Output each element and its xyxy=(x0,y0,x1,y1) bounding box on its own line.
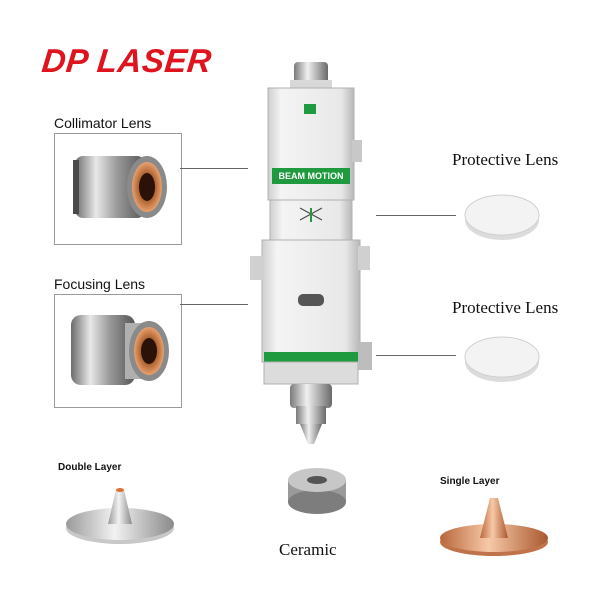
laser-head: BEAM MOTION xyxy=(246,60,376,450)
focusing-lens-frame xyxy=(54,294,182,408)
ceramic-ring-image xyxy=(282,462,352,518)
focusing-lens-label: Focusing Lens xyxy=(54,276,146,292)
protective-lens-top-image xyxy=(462,188,542,244)
protective-lens-top-label: Protective Lens xyxy=(452,150,559,169)
double-layer-label: Double Layer xyxy=(58,462,122,473)
double-layer-nozzle-image xyxy=(64,480,176,546)
laser-head-image xyxy=(250,62,372,444)
protective-bottom-leader-line xyxy=(376,355,456,356)
collimator-leader-line xyxy=(180,168,248,169)
focusing-leader-line xyxy=(180,304,248,305)
collimator-lens-label: Collimator Lens xyxy=(54,115,152,131)
brand-logo: DP LASER xyxy=(40,42,214,79)
protective-top-leader-line xyxy=(376,215,456,216)
collimator-lens-image xyxy=(73,156,167,218)
ceramic-label: Ceramic xyxy=(279,540,337,559)
protective-lens-bottom-label: Protective Lens xyxy=(452,298,559,317)
beam-motion-badge: BEAM MOTION xyxy=(278,171,344,181)
collimator-lens-frame xyxy=(54,133,182,245)
single-layer-nozzle-image xyxy=(438,490,550,560)
protective-lens-bottom-image xyxy=(462,330,542,386)
single-layer-label: Single Layer xyxy=(440,476,500,487)
focusing-lens-image xyxy=(71,315,169,385)
